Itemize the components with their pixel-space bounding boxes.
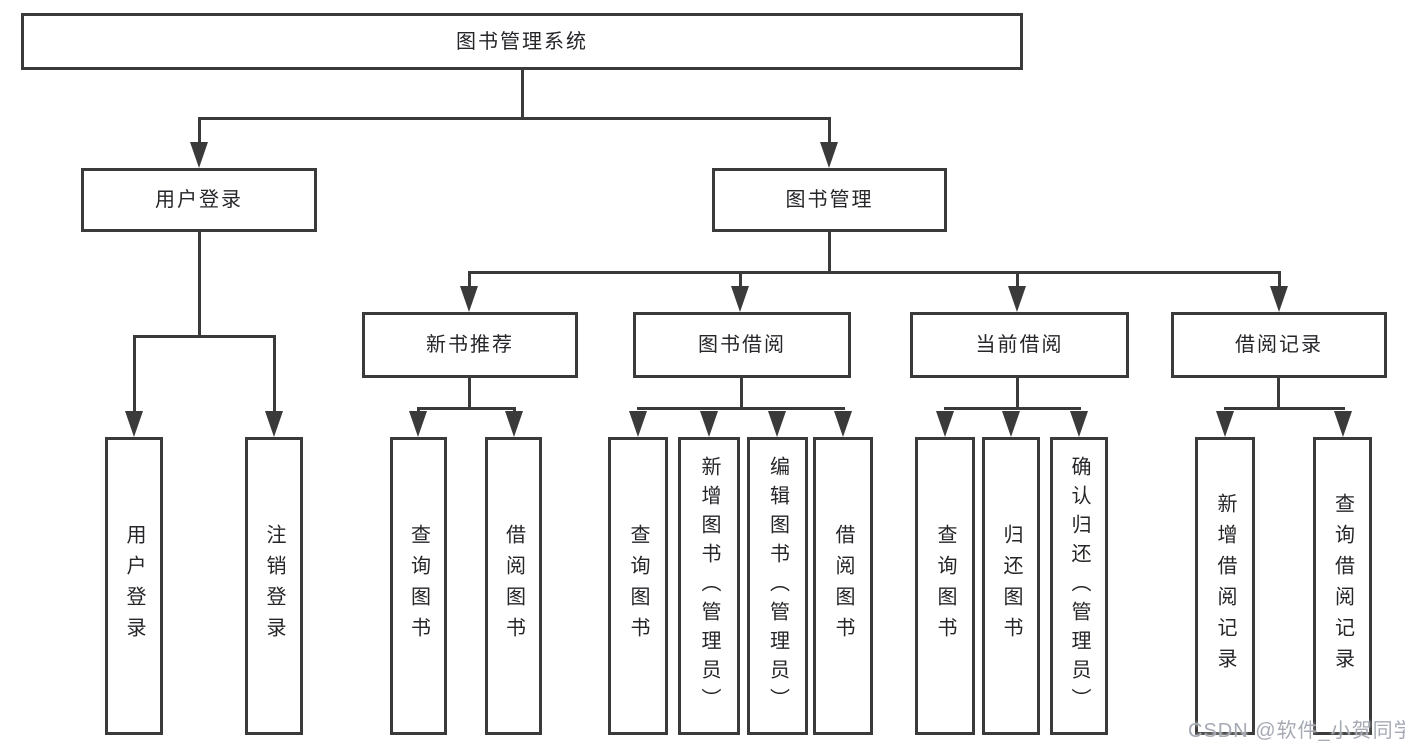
connector-line <box>828 117 831 146</box>
leaf-add-books-admin: 新增图书（管理员） <box>678 437 740 735</box>
connector-line <box>1016 271 1019 290</box>
connector-line <box>1224 407 1345 410</box>
arrowhead-down-icon <box>1002 411 1020 437</box>
arrowhead-down-icon <box>629 411 647 437</box>
leaf-query-books-current: 查询图书 <box>915 437 975 735</box>
arrowhead-down-icon <box>768 411 786 437</box>
leaf-borrow-books-recommend-label: 借阅图书 <box>502 524 525 648</box>
arrowhead-down-icon <box>460 286 478 312</box>
connector-line <box>740 378 743 410</box>
leaf-query-books-recommend: 查询图书 <box>390 437 447 735</box>
node-borrowing-records-label: 借阅记录 <box>1235 334 1323 356</box>
connector-line <box>1277 378 1280 410</box>
connector-line <box>944 407 1081 410</box>
connector-line <box>133 335 276 338</box>
leaf-return-books-label: 归还图书 <box>1000 524 1022 648</box>
leaf-edit-books-admin: 编辑图书（管理员） <box>747 437 808 735</box>
leaf-add-borrow-record-label: 新增借阅记录 <box>1214 493 1236 679</box>
connector-line <box>739 271 742 290</box>
leaf-user-login: 用户登录 <box>105 437 163 735</box>
leaf-confirm-return-admin-label: 确认归还（管理员） <box>1068 455 1090 717</box>
connector-line <box>198 117 831 120</box>
leaf-borrow-books-recommend: 借阅图书 <box>485 437 542 735</box>
node-book-management: 图书管理 <box>712 168 947 232</box>
arrowhead-down-icon <box>1216 411 1234 437</box>
leaf-logout-label: 注销登录 <box>263 524 285 648</box>
node-book-management-label: 图书管理 <box>785 189 874 211</box>
arrowhead-down-icon <box>409 411 427 437</box>
connector-line <box>637 407 845 410</box>
node-current-borrowing: 当前借阅 <box>910 312 1129 378</box>
connector-line <box>1278 271 1281 290</box>
node-current-borrowing-label: 当前借阅 <box>975 334 1064 356</box>
arrowhead-down-icon <box>1008 286 1026 312</box>
leaf-add-borrow-record: 新增借阅记录 <box>1195 437 1255 735</box>
node-library-system: 图书管理系统 <box>21 13 1023 70</box>
connector-line <box>198 232 201 338</box>
node-user-login-label: 用户登录 <box>155 189 243 211</box>
arrowhead-down-icon <box>1334 411 1352 437</box>
connector-line <box>417 407 516 410</box>
arrowhead-down-icon <box>700 411 718 437</box>
connector-line <box>828 232 831 274</box>
node-borrowing-records: 借阅记录 <box>1171 312 1387 378</box>
node-book-borrowing: 图书借阅 <box>633 312 851 378</box>
connector-line <box>468 271 1281 274</box>
leaf-query-books-borrowing-label: 查询图书 <box>627 524 649 648</box>
connector-line <box>521 70 524 120</box>
leaf-query-books-current-label: 查询图书 <box>934 524 956 648</box>
connector-line <box>1016 378 1019 410</box>
arrowhead-down-icon <box>1270 286 1288 312</box>
node-user-login: 用户登录 <box>81 168 317 232</box>
connector-line <box>133 335 136 413</box>
arrowhead-down-icon <box>125 411 143 437</box>
arrowhead-down-icon <box>820 142 838 168</box>
connector-line <box>468 271 471 290</box>
arrowhead-down-icon <box>265 411 283 437</box>
leaf-add-books-admin-label: 新增图书（管理员） <box>698 455 720 717</box>
node-new-book-recommendation-label: 新书推荐 <box>426 334 514 356</box>
leaf-query-books-recommend-label: 查询图书 <box>407 524 430 648</box>
connector-line <box>273 335 276 413</box>
leaf-borrow-books: 借阅图书 <box>813 437 873 735</box>
arrowhead-down-icon <box>834 411 852 437</box>
leaf-edit-books-admin-label: 编辑图书（管理员） <box>766 455 789 717</box>
arrowhead-down-icon <box>731 286 749 312</box>
leaf-user-login-label: 用户登录 <box>123 524 145 648</box>
leaf-confirm-return-admin: 确认归还（管理员） <box>1050 437 1108 735</box>
leaf-query-borrow-record-label: 查询借阅记录 <box>1331 493 1354 679</box>
node-library-system-label: 图书管理系统 <box>456 30 588 53</box>
connector-line <box>468 378 471 410</box>
node-book-borrowing-label: 图书借阅 <box>698 334 786 356</box>
arrowhead-down-icon <box>1070 411 1088 437</box>
arrowhead-down-icon <box>936 411 954 437</box>
leaf-return-books: 归还图书 <box>982 437 1040 735</box>
leaf-query-borrow-record: 查询借阅记录 <box>1313 437 1372 735</box>
leaf-logout: 注销登录 <box>245 437 303 735</box>
arrowhead-down-icon <box>505 411 523 437</box>
leaf-query-books-borrowing: 查询图书 <box>608 437 668 735</box>
node-new-book-recommendation: 新书推荐 <box>362 312 578 378</box>
arrowhead-down-icon <box>190 142 208 168</box>
leaf-borrow-books-label: 借阅图书 <box>832 524 854 648</box>
csdn-watermark: CSDN @软件_小贺同学 <box>1188 720 1405 742</box>
connector-line <box>198 117 201 146</box>
